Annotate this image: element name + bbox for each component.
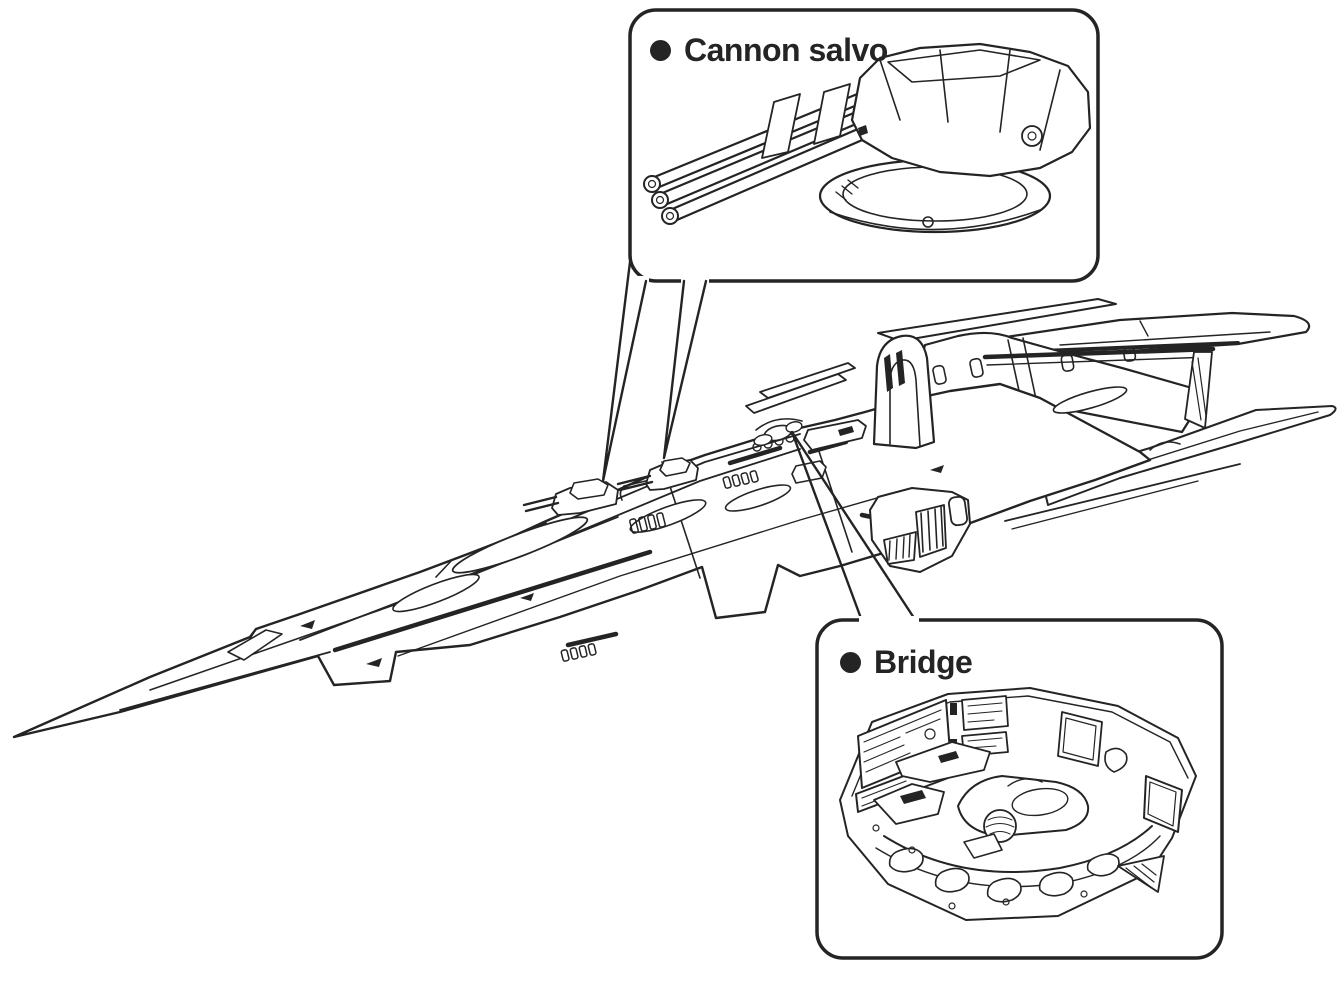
bullet-icon bbox=[650, 40, 671, 61]
bridge-callout-label: Bridge bbox=[840, 644, 973, 681]
bullet-icon bbox=[840, 652, 861, 673]
battleship-illustration bbox=[12, 298, 1337, 739]
leader-line-cannon-1 bbox=[601, 260, 648, 483]
cannon-callout-text: Cannon salvo bbox=[684, 32, 888, 68]
cannon-callout-label: Cannon salvo bbox=[650, 32, 888, 69]
cannon-turret-illustration bbox=[643, 42, 1092, 234]
bridge-interior-illustration bbox=[839, 687, 1197, 921]
leader-line-bridge bbox=[790, 430, 918, 623]
leader-line-cannon-2 bbox=[662, 279, 708, 460]
bridge-callout-text: Bridge bbox=[874, 644, 973, 680]
